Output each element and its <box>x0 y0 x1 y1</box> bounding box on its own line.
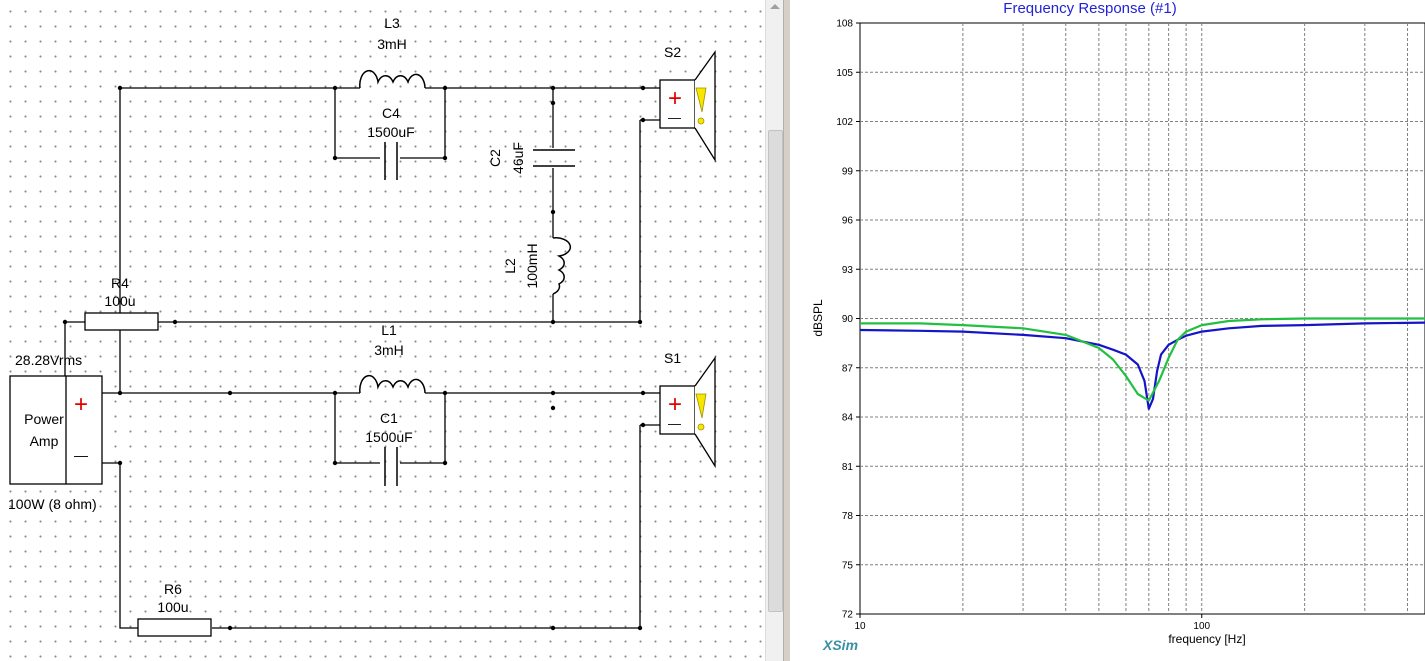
speaker-s2-plus-icon: + <box>668 85 682 112</box>
series-line-2 <box>860 317 1425 402</box>
power-amp[interactable]: + — Power Amp 28.28Vrms 100W (8 ohm) <box>8 352 103 512</box>
x-axis-label: frequency [Hz] <box>1168 632 1246 646</box>
y-tick-label: 84 <box>842 413 854 424</box>
inductor-l2[interactable]: L2 100mH <box>502 237 571 295</box>
capacitor-c1-name: C1 <box>380 410 398 426</box>
y-tick-label: 93 <box>842 265 854 276</box>
resistor-r6-name: R6 <box>164 581 182 597</box>
inductor-l3[interactable]: L3 3mH <box>359 15 426 89</box>
x-tick-label: 100 <box>1193 621 1210 632</box>
y-tick-label: 90 <box>842 314 854 325</box>
inductor-l3-name: L3 <box>384 15 400 31</box>
capacitor-c2[interactable]: C2 46uF <box>487 142 575 174</box>
schematic-wires <box>64 87 660 629</box>
graph-tick-labels: 72 75 78 81 84 87 90 93 96 99 102 105 108 10 100 <box>836 19 1210 633</box>
y-tick-label: 87 <box>842 363 854 374</box>
capacitor-c4-value: 1500uF <box>367 124 414 140</box>
junction-dots <box>62 85 646 631</box>
amp-minus-icon: — <box>74 447 88 463</box>
speaker-s1-plus-icon: + <box>668 391 682 418</box>
amp-plus-icon: + <box>74 391 88 418</box>
inductor-l1-name: L1 <box>381 322 397 338</box>
capacitor-c2-name: C2 <box>487 149 503 167</box>
frequency-response-graph[interactable]: 72 75 78 81 84 87 90 93 96 99 102 105 108 10 100 Frequ… <box>790 0 1425 661</box>
scroll-up-icon[interactable] <box>770 4 780 9</box>
y-tick-label: 102 <box>836 117 853 128</box>
amp-label-line1: Power <box>24 411 64 427</box>
inductor-l2-name: L2 <box>502 258 518 274</box>
y-tick-label: 81 <box>842 462 854 473</box>
y-tick-label: 72 <box>842 610 854 621</box>
capacitor-c4-name: C4 <box>382 105 400 121</box>
amp-label-line2: Amp <box>30 433 59 449</box>
y-tick-label: 108 <box>836 19 853 30</box>
speaker-s1-minus-icon: — <box>668 416 681 431</box>
resistor-r4-name: R4 <box>111 275 129 291</box>
scrollbar-thumb[interactable] <box>768 130 783 612</box>
graph-title: Frequency Response (#1) <box>1003 0 1177 17</box>
series-line-1 <box>859 321 1425 410</box>
capacitor-c2-value: 46uF <box>510 142 526 174</box>
y-tick-label: 105 <box>836 68 853 79</box>
speaker-s1[interactable]: + — S1 <box>659 350 716 469</box>
amp-rating: 100W (8 ohm) <box>8 496 97 512</box>
speaker-s1-name: S1 <box>664 350 681 366</box>
speaker-s2-name: S2 <box>664 44 681 60</box>
capacitor-c4[interactable]: C4 1500uF <box>367 105 415 180</box>
resistor-r6[interactable]: R6 100u <box>137 581 212 637</box>
x-tick-label: 10 <box>854 621 866 632</box>
resistor-r6-value: 100u <box>157 599 188 615</box>
graph-series <box>859 317 1425 410</box>
y-tick-label: 75 <box>842 560 854 571</box>
amp-voltage: 28.28Vrms <box>15 352 82 368</box>
speaker-s2-minus-icon: — <box>668 110 681 125</box>
inductor-l1-value: 3mH <box>374 342 404 358</box>
schematic-canvas[interactable]: L3 3mH C4 1500uF C2 46uF L2 100mH R4 100… <box>0 0 765 661</box>
inductor-l1[interactable]: L1 3mH <box>359 322 426 394</box>
resistor-r4[interactable]: R4 100u <box>84 275 159 331</box>
capacitor-c1[interactable]: C1 1500uF <box>365 410 413 486</box>
inductor-l2-value: 100mH <box>524 243 540 288</box>
speaker-s2[interactable]: + — S2 <box>659 44 716 163</box>
xsim-logo: XSim <box>823 637 859 653</box>
speaker-s2-warning-icon <box>695 87 707 113</box>
y-axis-label: dBSPL <box>811 299 825 337</box>
speaker-s1-warning-icon <box>695 393 707 419</box>
vertical-scrollbar[interactable] <box>765 0 784 661</box>
y-tick-label: 78 <box>842 511 854 522</box>
graph-grid <box>856 22 1425 618</box>
inductor-l3-value: 3mH <box>377 36 407 52</box>
resistor-r4-value: 100u <box>104 293 135 309</box>
capacitor-c1-value: 1500uF <box>365 429 412 445</box>
y-tick-label: 99 <box>842 166 854 177</box>
y-tick-label: 96 <box>842 216 854 227</box>
